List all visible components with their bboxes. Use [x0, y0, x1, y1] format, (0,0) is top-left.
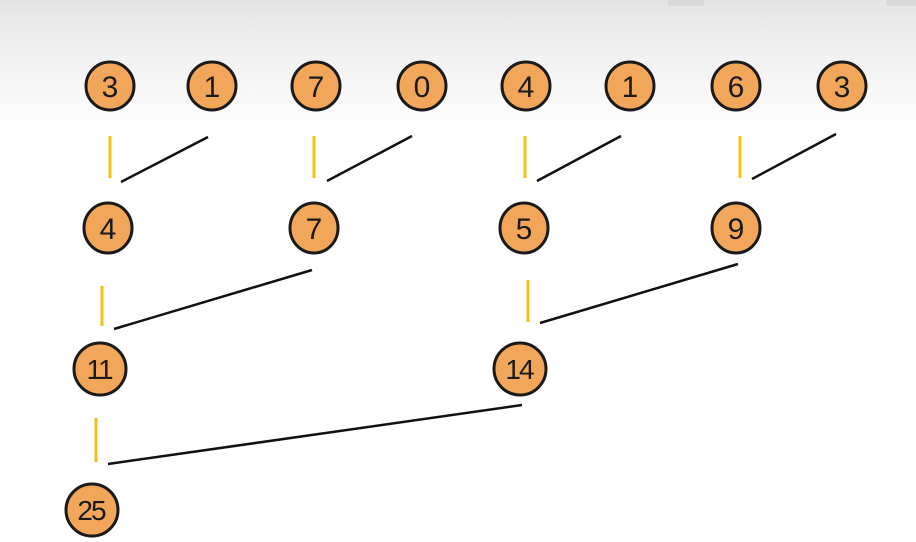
node-value: 1: [204, 71, 221, 104]
node-value: 6: [728, 71, 745, 104]
node-value: 9: [728, 213, 745, 246]
node-value: 0: [414, 71, 431, 104]
tree-node: 7: [290, 60, 342, 112]
level-3-nodes: 25: [64, 482, 120, 538]
tree-node: 3: [816, 60, 868, 112]
tree-node: 14: [492, 341, 548, 397]
node-value: 4: [100, 213, 117, 246]
tree-node: 9: [710, 201, 762, 255]
node-value: 7: [306, 213, 323, 246]
node-value: 25: [77, 495, 106, 526]
tree-node: 5: [498, 201, 550, 255]
tree-node: 0: [396, 60, 448, 112]
sum-line: [539, 262, 739, 325]
tree-node: 1: [186, 60, 238, 112]
node-value: 3: [834, 71, 851, 104]
tree-node: 4: [82, 201, 134, 255]
connectors-level-2: [100, 262, 739, 331]
tree-node: 7: [288, 201, 340, 255]
tree-node: 4: [500, 60, 552, 112]
sum-line: [113, 268, 313, 331]
header-background-band: [0, 0, 916, 122]
sum-line: [536, 134, 622, 183]
sum-line: [107, 403, 523, 466]
tree-node: 3: [84, 60, 136, 112]
sum-line: [120, 135, 209, 184]
top-edge-artifact-right: [886, 0, 916, 6]
node-value: 4: [518, 71, 535, 104]
sum-line: [326, 134, 413, 183]
top-edge-artifact: [668, 0, 704, 6]
tree-node-root: 25: [64, 482, 120, 538]
node-value: 7: [308, 71, 325, 104]
tree-node: 11: [72, 341, 128, 397]
connectors-level-3: [94, 403, 523, 466]
level-0-nodes: 3 1 7 0 4 1 6 3: [84, 60, 868, 112]
node-value: 1: [622, 71, 639, 104]
node-value: 5: [516, 213, 533, 246]
connectors-level-1: [108, 132, 837, 184]
tree-node: 1: [604, 60, 656, 112]
node-value: 11: [86, 354, 112, 385]
tree-node: 6: [710, 60, 762, 112]
level-1-nodes: 4 7 5 9: [82, 201, 762, 255]
node-value: 14: [505, 354, 534, 385]
node-value: 3: [102, 71, 119, 104]
sum-line: [751, 132, 837, 181]
level-2-nodes: 11 14: [72, 341, 548, 397]
